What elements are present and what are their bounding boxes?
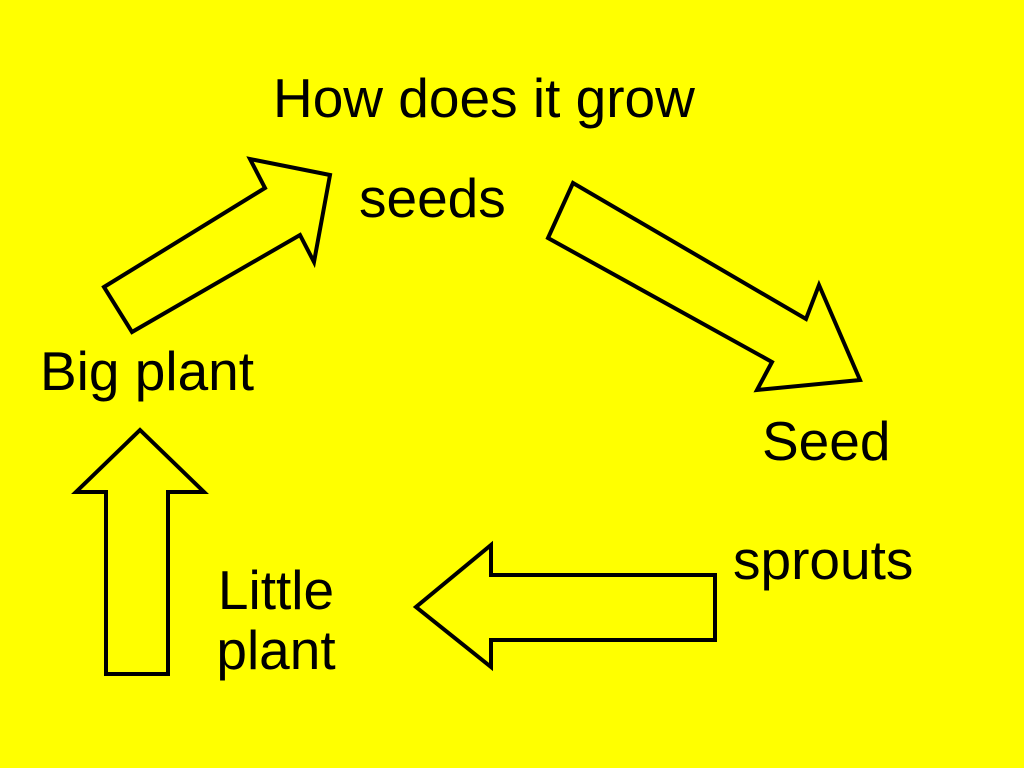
diagram-title: How does it grow	[273, 67, 695, 129]
stage-seed-label: Seed	[762, 410, 891, 472]
stage-seeds-label: seeds	[359, 167, 506, 229]
stage-sprouts-label: sprouts	[733, 529, 914, 591]
arrow-down-right-icon	[545, 180, 863, 393]
stage-little-plant-label: Little plant	[206, 559, 346, 681]
stage-big-plant-label: Big plant	[40, 340, 255, 402]
arrow-up-icon	[71, 427, 209, 676]
arrow-left-icon	[412, 540, 717, 672]
little-plant-line1: Little	[217, 559, 335, 621]
little-plant-line2: plant	[216, 618, 336, 681]
arrow-up-right-icon	[101, 156, 333, 335]
